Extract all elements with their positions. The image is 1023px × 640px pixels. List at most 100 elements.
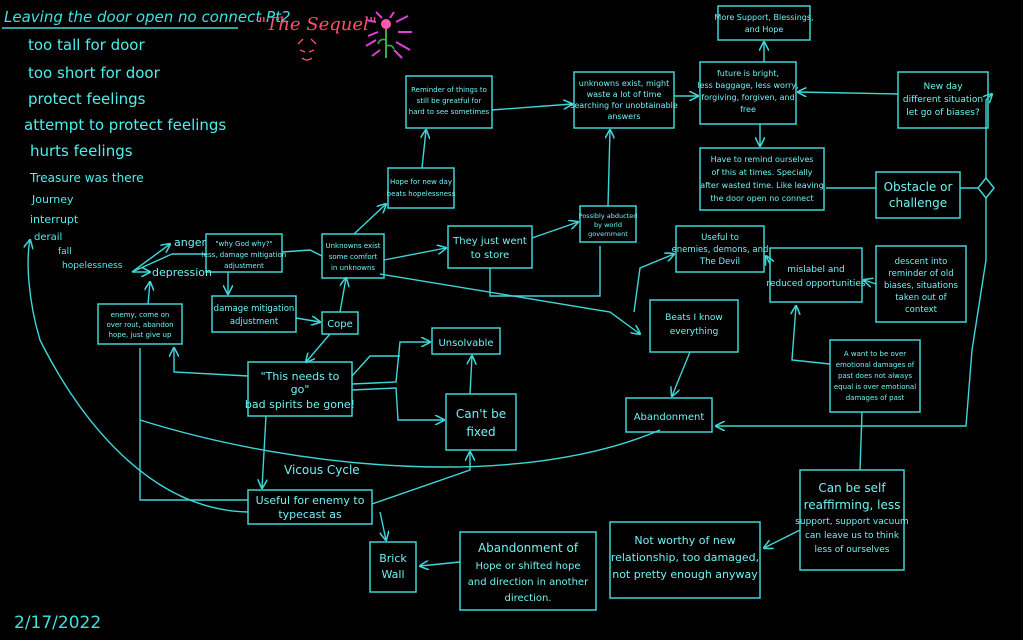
connector (281, 249, 323, 257)
box-enemy-come (97, 303, 183, 345)
box-not-worthy (609, 521, 761, 599)
unsolvable-text: Unsolvable (438, 338, 493, 349)
connector (131, 244, 170, 273)
connector (351, 355, 400, 377)
connector (174, 348, 249, 377)
box-abandonment-hope (459, 531, 597, 611)
box-went-store (447, 225, 533, 269)
list-item: attempt to protect feelings (24, 116, 226, 134)
connector (672, 351, 691, 396)
depression-text: depression (152, 266, 212, 279)
devil-face-icon (297, 38, 317, 61)
list-item: hopelessness (62, 261, 123, 271)
vicious-cycle-arc-2 (139, 419, 661, 468)
future-bright-text: future is bright,less baggage, less worr… (697, 69, 798, 114)
box-mislabel (769, 247, 863, 303)
box-this-needs (247, 361, 353, 417)
box-damage-mitigation (211, 295, 297, 333)
connector (766, 256, 770, 264)
connector (262, 415, 266, 488)
decision-diamond (977, 176, 995, 200)
box-beats-know (649, 299, 739, 353)
connector (764, 529, 801, 548)
connector (295, 318, 320, 322)
list-item: interrupt (30, 213, 79, 226)
connector (859, 411, 863, 471)
box-self-reaffirming (799, 469, 905, 571)
connector (633, 254, 674, 313)
box-hope-new-day (387, 167, 455, 209)
anger-text: anger (174, 236, 206, 249)
list-item: Journey (31, 193, 74, 206)
vicious-cycle-loop (139, 348, 248, 501)
box-reminder (405, 75, 493, 129)
connector (353, 204, 386, 235)
box-unsolvable (431, 327, 501, 355)
flower-icon (365, 11, 412, 59)
connector (383, 248, 446, 261)
list-item: hurts feelings (30, 142, 133, 160)
list-item: too tall for door (28, 36, 145, 54)
list-item: derail (34, 232, 62, 243)
box-brick-wall (369, 541, 417, 593)
box-want-over (829, 339, 921, 413)
connector (351, 342, 430, 385)
box-abandonment (625, 397, 713, 433)
connector (608, 130, 610, 207)
box-obstacle (875, 171, 961, 219)
connector (531, 222, 578, 239)
connector (420, 562, 461, 566)
connector (716, 198, 987, 426)
connector (798, 92, 899, 94)
connector (131, 253, 173, 273)
connector (339, 278, 346, 313)
connector (491, 104, 572, 111)
connector (148, 282, 150, 305)
left-list: too tall for door too short for door pro… (24, 36, 226, 271)
connector (371, 452, 470, 505)
connector (422, 130, 426, 169)
box-useful-enemies (675, 225, 765, 273)
diagram-title: Leaving the door open no connect Pt2 (4, 8, 291, 26)
box-future-bright (699, 61, 797, 125)
vicious-cycle-label: Vicous Cycle (284, 463, 360, 477)
connector (470, 356, 472, 395)
box-cant-fixed (445, 393, 517, 451)
connector (379, 273, 640, 334)
box-useful-typecast (247, 489, 373, 525)
connector (864, 280, 877, 284)
connector (351, 387, 444, 420)
connector (489, 246, 601, 297)
box-why-god (205, 233, 283, 273)
date-label: 2/17/2022 (14, 613, 101, 633)
box-unknowns-exist (573, 71, 675, 129)
box-more-support (717, 5, 811, 41)
diagram-subtitle: "The Sequel" (258, 14, 377, 35)
cope-text: Cope (327, 319, 353, 330)
